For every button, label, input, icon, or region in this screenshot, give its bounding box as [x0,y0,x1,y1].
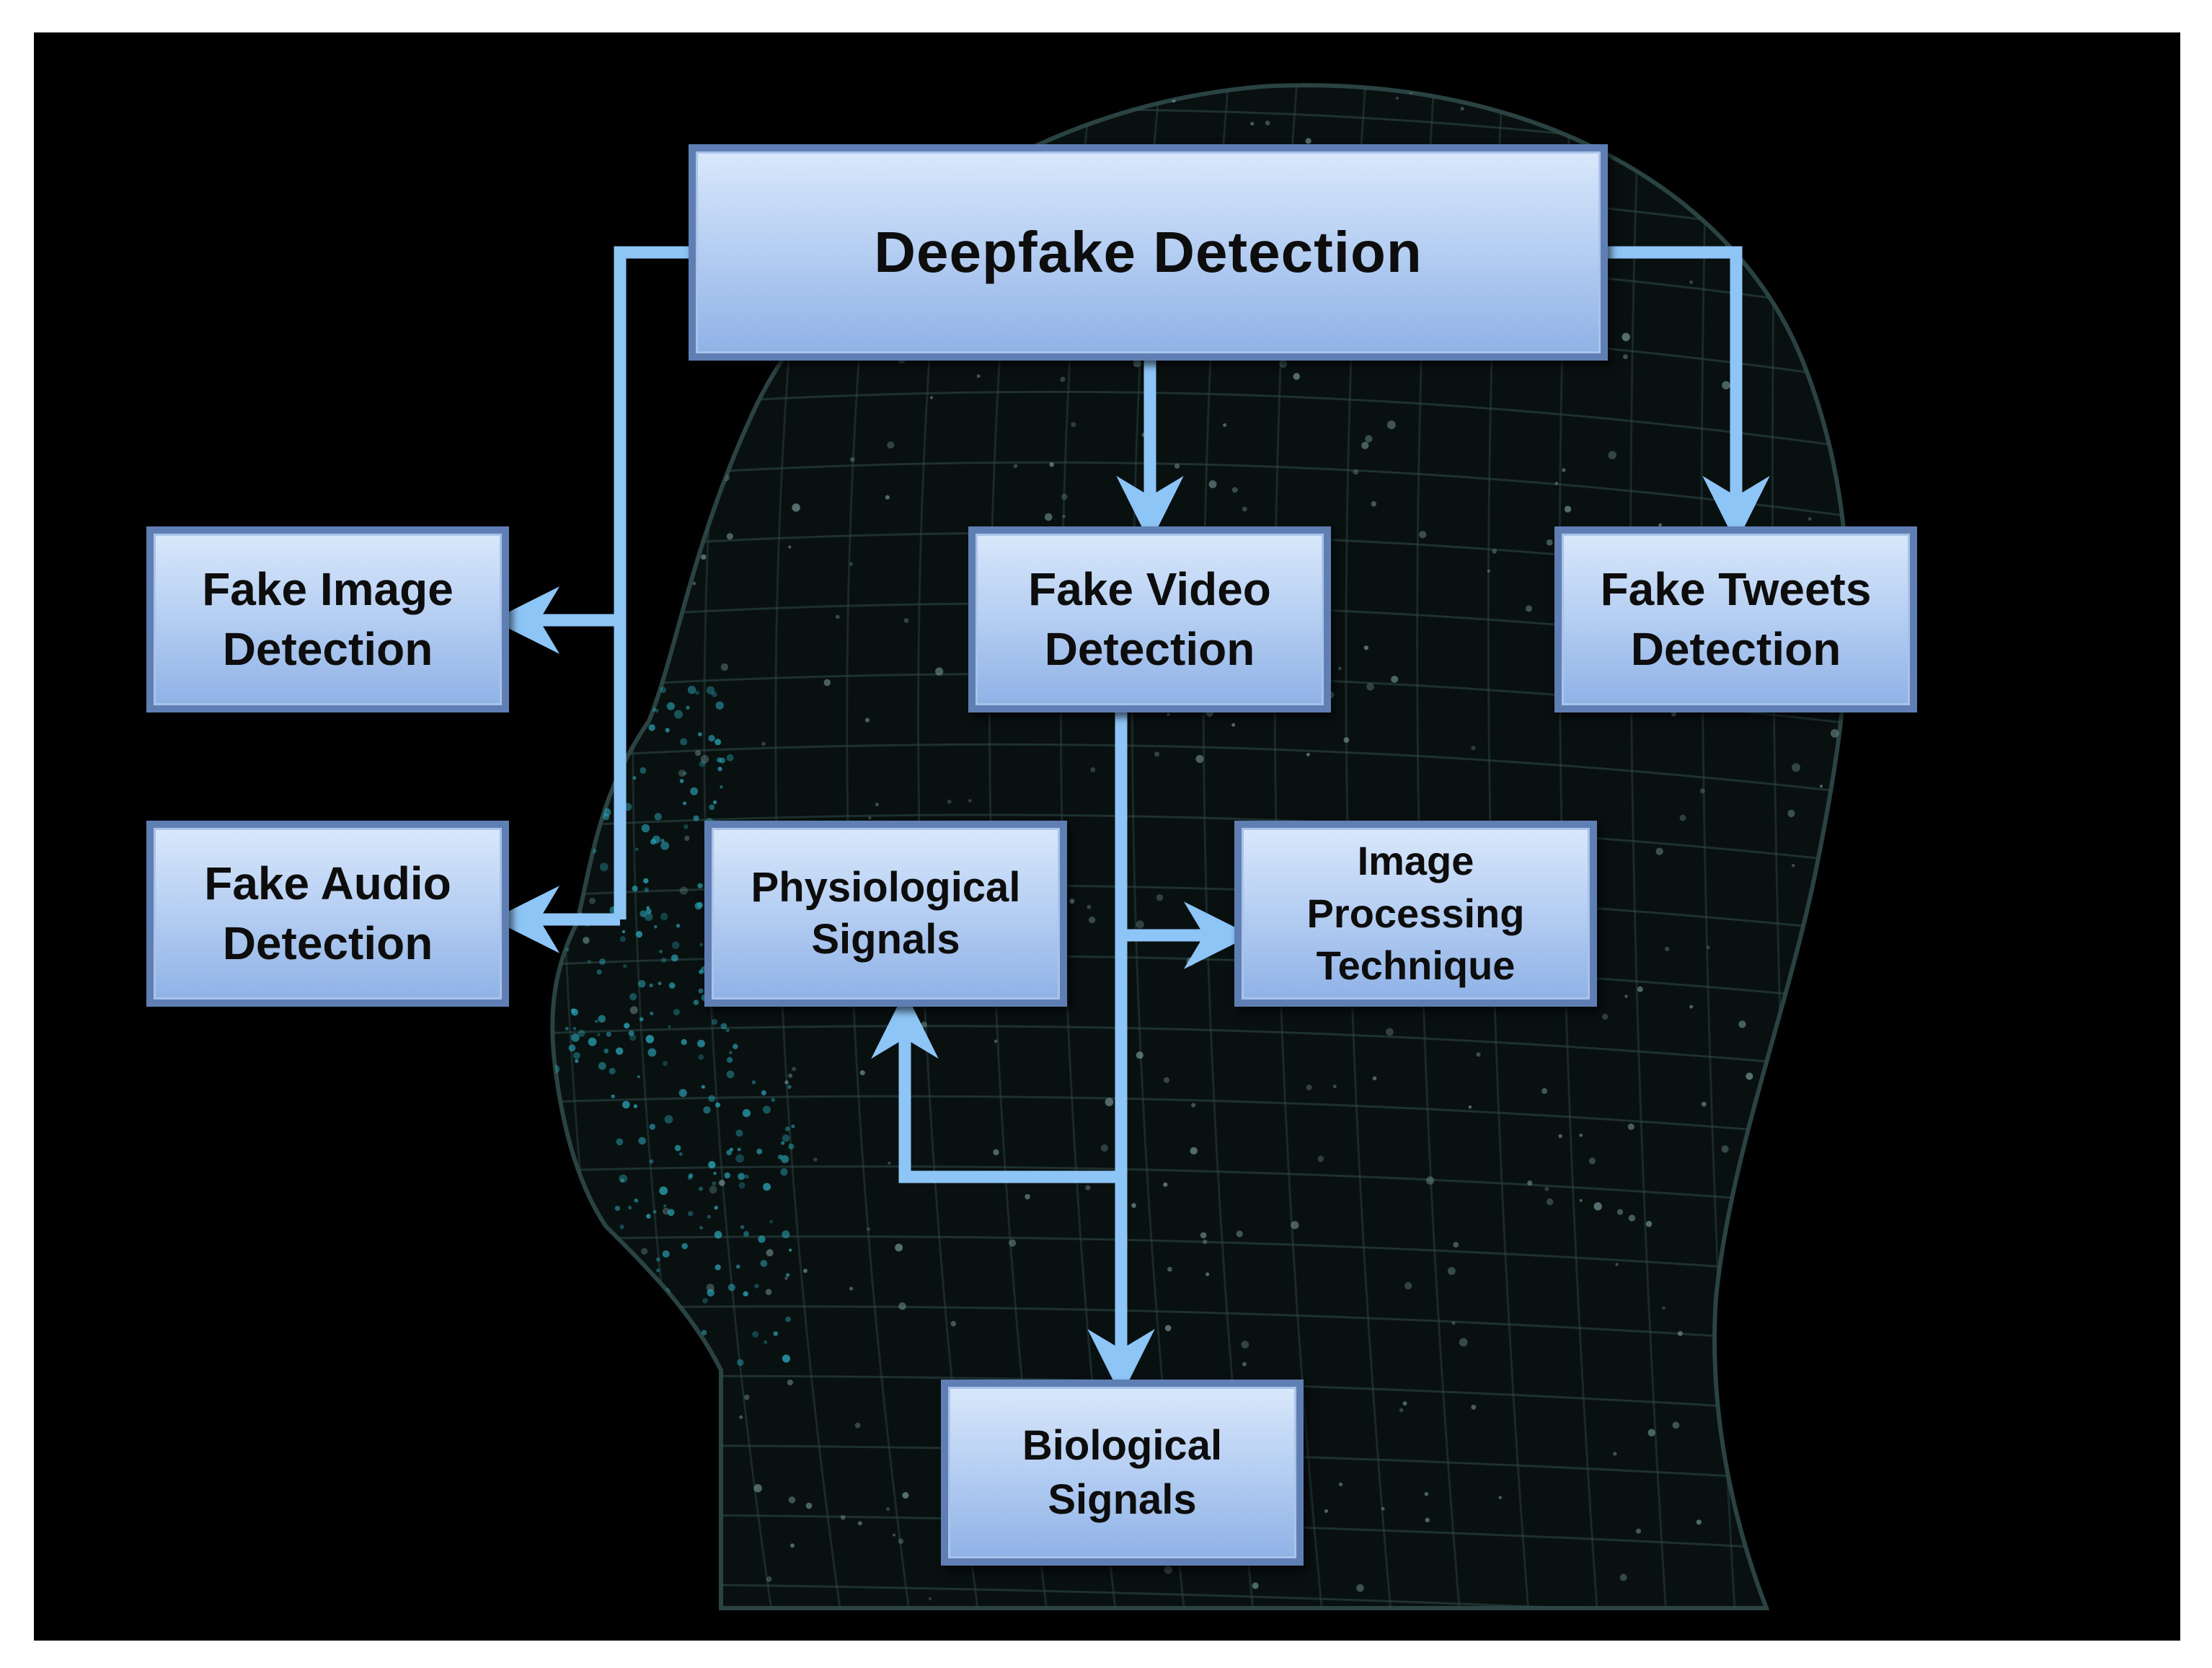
node-physiological-signals-label: Physiological Signals [751,863,1021,963]
connector-to-physiological-signals [871,991,1121,1183]
node-fake-image-detection: Fake Image Detection [146,526,509,712]
node-fake-video-detection-label: Fake Video Detection [1028,562,1271,675]
node-fake-audio-detection-label: Fake Audio Detection [204,857,451,969]
node-biological-signals: Biological Signals [941,1380,1304,1566]
head-silhouette [550,83,1850,1610]
node-image-processing-technique-label: Image Processing Technique [1306,837,1525,989]
node-deepfake-detection-label: Deepfake Detection [874,220,1423,284]
node-fake-image-detection-label: Fake Image Detection [202,562,454,675]
node-fake-tweets-detection: Fake Tweets Detection [1554,526,1917,712]
node-deepfake-detection: Deepfake Detection [689,144,1608,361]
node-biological-signals-label: Biological Signals [1022,1421,1223,1523]
node-fake-audio-detection: Fake Audio Detection [146,821,509,1007]
node-image-processing-technique: Image Processing Technique [1234,821,1597,1007]
node-fake-video-detection: Fake Video Detection [968,526,1331,712]
node-physiological-signals: Physiological Signals [704,821,1067,1007]
node-fake-tweets-detection-label: Fake Tweets Detection [1600,562,1872,675]
connector-root-left-bus [614,246,689,919]
connector-to-fake-tweets [1608,246,1770,544]
